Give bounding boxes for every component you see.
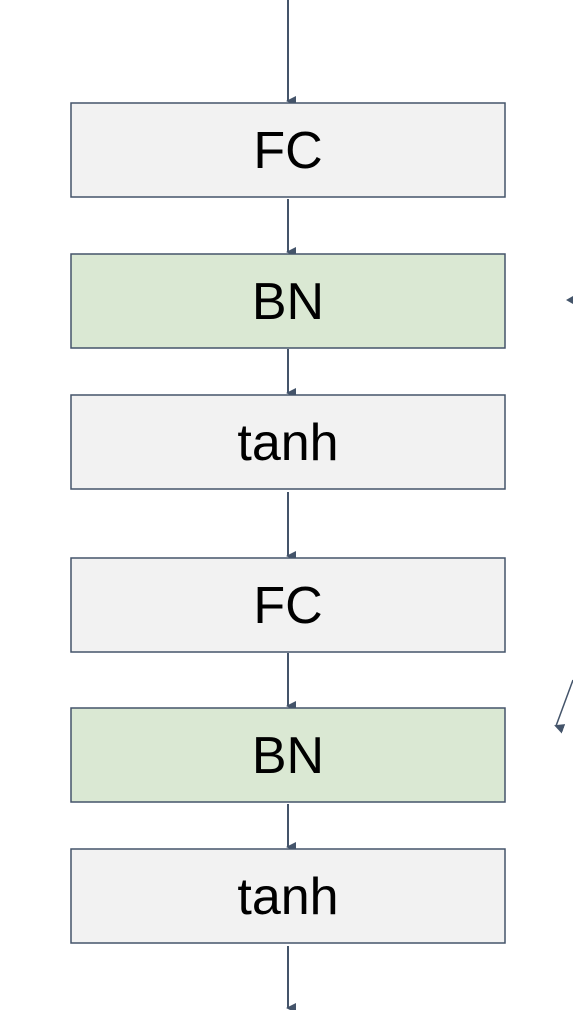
block-label: tanh xyxy=(237,868,338,926)
side-arrowhead-top xyxy=(566,296,573,304)
block-label: FC xyxy=(253,577,322,635)
block-1-fc: FC xyxy=(70,102,506,198)
block-2-bn: BN xyxy=(70,253,506,349)
block-box xyxy=(70,848,506,944)
block-box xyxy=(70,253,506,349)
block-box xyxy=(70,707,506,803)
block-label: FC xyxy=(253,122,322,180)
block-6-tanh: tanh xyxy=(70,848,506,944)
block-label: BN xyxy=(252,273,324,331)
block-box xyxy=(70,394,506,490)
block-label: tanh xyxy=(237,414,338,472)
block-box xyxy=(70,102,506,198)
side-arrow-bottom xyxy=(554,679,573,734)
block-4-fc: FC xyxy=(70,557,506,653)
block-3-tanh: tanh xyxy=(70,394,506,490)
block-label: BN xyxy=(252,727,324,785)
block-box xyxy=(70,557,506,653)
block-5-bn: BN xyxy=(70,707,506,803)
